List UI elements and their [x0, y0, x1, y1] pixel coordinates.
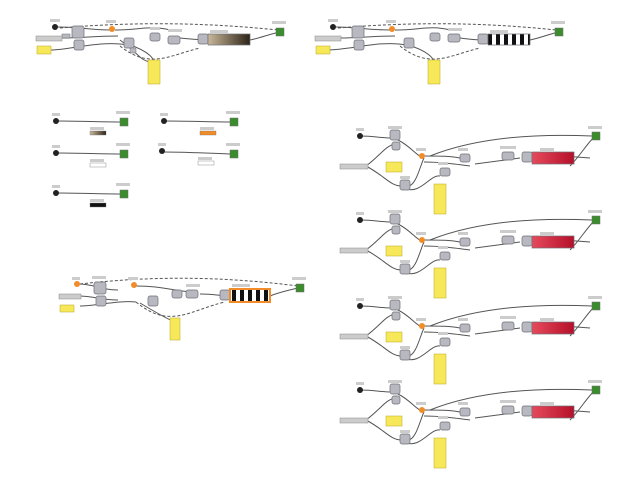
component-node-icon[interactable]	[171, 289, 183, 299]
definition-small-swatches	[52, 111, 240, 208]
definition-red-gradient-3	[339, 296, 602, 385]
component-node-icon[interactable]	[477, 33, 489, 45]
component-node-icon[interactable]	[167, 35, 181, 45]
component-node-icon[interactable]	[93, 281, 107, 295]
red-gradient-definitions	[339, 126, 602, 469]
component-node-icon[interactable]	[95, 295, 107, 307]
definition-orange-stripes	[58, 276, 306, 341]
circle-input-icon[interactable]	[159, 148, 165, 154]
component-node-icon[interactable]	[147, 295, 159, 307]
component-node-icon[interactable]	[403, 37, 415, 49]
component-node-icon[interactable]	[197, 33, 209, 45]
gradient-preview	[207, 33, 251, 46]
stripes-preview	[487, 33, 531, 46]
component-node-icon[interactable]	[429, 32, 441, 42]
yellow-panel-icon[interactable]	[36, 45, 52, 55]
output-parameter-icon[interactable]	[119, 117, 129, 127]
stripes-preview	[229, 288, 271, 303]
circle-input-icon[interactable]	[53, 150, 59, 156]
circle-input-icon[interactable]	[52, 24, 58, 30]
output-parameter-icon[interactable]	[119, 189, 129, 199]
number-slider-icon[interactable]	[58, 293, 82, 300]
circle-input-icon[interactable]	[330, 24, 336, 30]
definition-black-stripes-top	[314, 19, 565, 85]
circle-input-icon[interactable]	[53, 190, 59, 196]
yellow-panel-icon[interactable]	[169, 317, 181, 341]
orange-param-icon[interactable]	[109, 26, 115, 32]
orange-param-icon[interactable]	[74, 281, 80, 287]
definition-brown-gradient	[35, 19, 286, 85]
circle-input-icon[interactable]	[53, 118, 59, 124]
component-node-icon[interactable]	[351, 25, 365, 39]
output-parameter-icon[interactable]	[554, 27, 564, 37]
yellow-panel-icon[interactable]	[315, 45, 331, 55]
component-node-icon[interactable]	[123, 37, 135, 49]
output-parameter-icon[interactable]	[229, 149, 239, 159]
circle-input-icon[interactable]	[161, 118, 167, 124]
orange-param-icon[interactable]	[131, 282, 137, 288]
output-parameter-icon[interactable]	[275, 27, 285, 37]
definition-red-gradient-4	[339, 380, 602, 469]
number-slider-icon[interactable]	[35, 35, 63, 42]
component-node-icon[interactable]	[149, 32, 161, 42]
component-node-icon[interactable]	[447, 33, 461, 43]
definition-red-gradient-1	[339, 126, 602, 215]
component-node-icon[interactable]	[73, 39, 85, 51]
yellow-panel-icon[interactable]	[59, 304, 75, 313]
component-node-icon[interactable]	[219, 289, 231, 301]
component-node-icon[interactable]	[353, 39, 365, 51]
yellow-panel-icon[interactable]	[147, 59, 161, 85]
definition-red-gradient-2	[339, 210, 602, 299]
component-node-icon[interactable]	[185, 289, 199, 299]
output-parameter-icon[interactable]	[295, 283, 305, 293]
output-parameter-icon[interactable]	[229, 117, 239, 127]
yellow-panel-icon[interactable]	[427, 59, 441, 85]
component-node-icon[interactable]	[71, 25, 85, 39]
number-slider-icon[interactable]	[314, 35, 342, 42]
orange-param-icon[interactable]	[389, 26, 395, 32]
output-parameter-icon[interactable]	[119, 149, 129, 159]
